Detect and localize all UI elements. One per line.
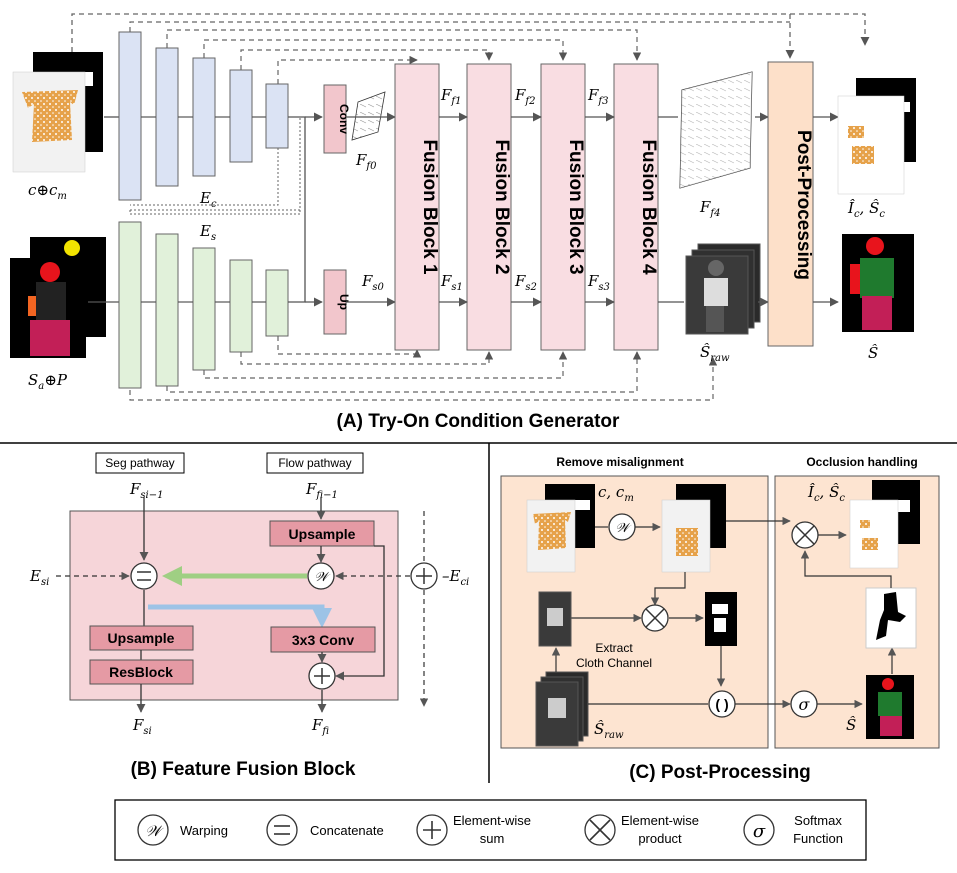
remove-misalignment-label: Remove misalignment — [556, 455, 683, 469]
ff-out-label: Ffi — [311, 716, 329, 737]
extract-label-1: Extract — [595, 641, 633, 655]
svg-text:Fusion Block 4: Fusion Block 4 — [638, 139, 659, 275]
upsample-left-box — [89, 625, 194, 651]
legend-softmax-label-1: Softmax — [794, 813, 842, 828]
flow-pathway-box — [266, 452, 364, 474]
encoder-c-label: Ec — [199, 189, 217, 210]
svg-text:𝒲: 𝒲 — [145, 822, 164, 840]
flow-pathway-label: Flow pathway — [278, 456, 351, 470]
upsample-top-box — [269, 520, 375, 547]
c-cm-label: c, cm — [598, 483, 634, 504]
warping-icon — [307, 562, 335, 590]
legend: 𝒲 Warping Concatenate Element-wise sum E… — [114, 799, 867, 861]
seg-s0-label: Fs0 — [361, 272, 385, 293]
legend-product-label-2: product — [638, 831, 682, 846]
input-top-label: c⊕cm — [28, 181, 67, 202]
upsample-left-label: Upsample — [108, 630, 175, 646]
seg-s1-label: Fs1 — [440, 272, 463, 293]
legend-softmax-label-2: Function — [793, 831, 843, 846]
encoder-c — [118, 31, 289, 201]
input-cloth-image — [12, 52, 103, 173]
flow-f4-label: Ff4 — [699, 198, 721, 219]
fusion-block-1: Fusion Block 1 — [394, 63, 440, 351]
output-top-label: Îc, Ŝc — [847, 199, 885, 220]
flow-f3-label: Ff3 — [587, 86, 609, 107]
fusion-block-2: Fusion Block 2 — [466, 63, 512, 351]
fusion-block-3: Fusion Block 3 — [540, 63, 586, 351]
fusion-block-4: Fusion Block 4 — [613, 63, 659, 351]
section-c-title: (C) Post-Processing — [629, 762, 811, 783]
post-processing-box: Post-Processing — [767, 61, 814, 347]
input-segmentation-image — [10, 237, 106, 358]
svg-text:Fusion Block 1: Fusion Block 1 — [419, 139, 440, 275]
legend-concatenate-label: Concatenate — [310, 823, 384, 838]
flow-f2-label: Ff2 — [514, 86, 536, 107]
extract-label-2: Cloth Channel — [576, 656, 652, 670]
concatenate-icon — [130, 562, 158, 590]
legend-warping-label: Warping — [180, 823, 228, 838]
fs-out-label: Fsi — [132, 716, 152, 737]
conv3x3-label: 3x3 Conv — [292, 632, 354, 648]
seg-s3-label: Fs3 — [587, 272, 610, 293]
legend-warping-icon — [137, 814, 169, 846]
flow-f0-icon — [351, 91, 386, 141]
flow-f0-label: Ff0 — [355, 151, 377, 172]
seg-s2-label: Fs2 — [514, 272, 537, 293]
flow-f1-label: Ff1 — [440, 86, 462, 107]
fs-in-label: Fsi−1 — [129, 480, 164, 501]
legend-product-label-1: Element-wise — [621, 813, 699, 828]
section-a-title: (A) Try-On Condition Generator — [337, 411, 620, 432]
seg-pathway-box — [95, 452, 185, 474]
legend-sum-label-2: sum — [480, 831, 505, 846]
conv3x3-box — [270, 626, 376, 653]
flow-f4-icon — [679, 71, 753, 189]
e-s-label: Esi — [29, 567, 49, 588]
ff-in-label: Ffi−1 — [305, 480, 338, 501]
s-raw-label-c: Ŝraw — [594, 720, 624, 741]
upsample-top-label: Upsample — [289, 526, 356, 542]
svg-text:( ): ( ) — [715, 696, 728, 712]
e-c-label: –Eci — [442, 567, 469, 588]
section-b-title: (B) Feature Fusion Block — [131, 759, 356, 780]
output-cloth-image-c — [849, 499, 899, 569]
svg-text:𝒲: 𝒲 — [615, 521, 632, 536]
section-c: Remove misalignment Occlusion handling c… — [500, 455, 940, 783]
occlusion-handling-label: Occlusion handling — [806, 455, 917, 469]
resblock-label: ResBlock — [109, 664, 173, 680]
svg-text:σ: σ — [799, 695, 811, 714]
input-bottom-label: Sa⊕P — [28, 371, 68, 392]
svg-text:Fusion Block 3: Fusion Block 3 — [565, 139, 586, 274]
output-bottom-label: Ŝ — [868, 344, 878, 362]
up-label: Up — [337, 294, 351, 310]
s-hat-label: Ŝ — [846, 716, 856, 734]
section-a: c⊕cm Sa⊕P Ec E — [10, 13, 916, 432]
s-raw-label: Ŝraw — [700, 343, 730, 364]
resblock-box — [89, 659, 194, 685]
warping-symbol: 𝒲 — [314, 570, 331, 585]
output-cloth-image — [837, 78, 916, 195]
legend-concatenate-icon — [266, 814, 298, 846]
encoder-s-label: Es — [199, 222, 216, 243]
conv-box — [323, 84, 347, 154]
legend-softmax-icon — [743, 814, 775, 846]
ic-sc-label: Îc, Ŝc — [807, 483, 845, 504]
svg-text:σ: σ — [753, 821, 766, 842]
svg-text:Fusion Block 2: Fusion Block 2 — [491, 139, 512, 274]
blue-arrow — [148, 604, 332, 628]
s-raw-image — [685, 243, 761, 335]
output-seg-image — [842, 234, 914, 332]
section-b: Seg pathway Flow pathway Fsi−1 Ffi−1 Ups… — [29, 452, 469, 780]
conv-label: Conv — [337, 104, 351, 134]
legend-sum-label-1: Element-wise — [453, 813, 531, 828]
svg-text:Post-Processing: Post-Processing — [793, 130, 814, 280]
encoder-s — [118, 221, 289, 389]
seg-pathway-label: Seg pathway — [105, 456, 174, 470]
